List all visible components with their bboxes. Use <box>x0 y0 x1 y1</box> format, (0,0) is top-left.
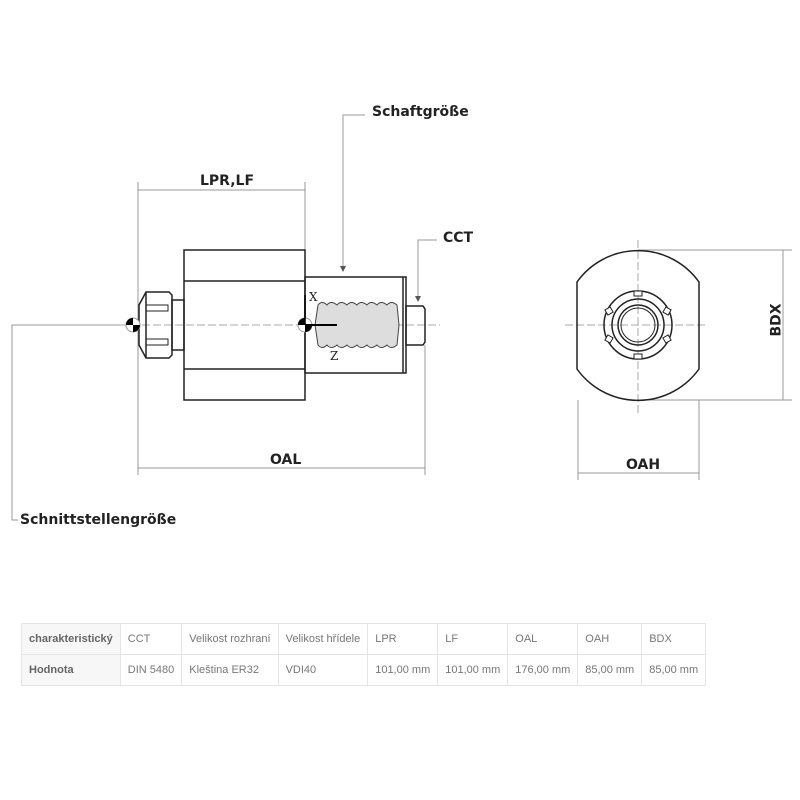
table-cell: VDI40 <box>277 654 369 686</box>
table-cell: LPR <box>367 623 439 655</box>
technical-drawing: X Z <box>11 114 792 521</box>
axis-x-label: X <box>309 290 318 304</box>
collet-nut <box>138 291 173 359</box>
interface-marker <box>125 317 141 333</box>
table-cell: 85,00 mm <box>577 654 643 686</box>
bdx-label: BDX <box>768 303 785 337</box>
table-row: Hodnota DIN 5480 Kleština ER32 VDI40 101… <box>21 654 707 686</box>
schnittstelle-label: Schnittstellengröße <box>20 512 177 528</box>
schaft-label: Schaftgröße <box>372 104 469 120</box>
origin-marker <box>297 295 337 333</box>
table-cell: Velikost hřídele <box>277 623 369 655</box>
oah-label: OAH <box>626 457 661 473</box>
table-cell: 101,00 mm <box>437 654 509 686</box>
table-header-row: charakteristický CCT Velikost rozhraní V… <box>21 623 707 655</box>
table-cell: CCT <box>119 623 183 655</box>
table-cell: BDX <box>641 623 707 655</box>
lpr-lf-label: LPR,LF <box>200 173 255 189</box>
table-cell: charakteristický <box>21 623 121 655</box>
cct-leader <box>417 239 437 300</box>
table-cell: Kleština ER32 <box>181 654 279 686</box>
pin <box>405 305 426 346</box>
table-cell: OAL <box>507 623 579 655</box>
table-cell: 176,00 mm <box>507 654 579 686</box>
cct-label: CCT <box>443 230 474 246</box>
table-cell: 101,00 mm <box>367 654 439 686</box>
oal-label: OAL <box>270 452 302 468</box>
axis-z-label: Z <box>330 349 338 363</box>
table-cell: Velikost rozhraní <box>181 623 279 655</box>
table-cell: LF <box>437 623 509 655</box>
table-cell: DIN 5480 <box>119 654 183 686</box>
table-cell: OAH <box>577 623 643 655</box>
table-cell: Hodnota <box>21 654 121 686</box>
schaft-leader <box>342 114 365 270</box>
table-cell: 85,00 mm <box>641 654 707 686</box>
schnitt-leader <box>11 324 128 521</box>
thread <box>314 302 400 348</box>
spec-table: charakteristický CCT Velikost rozhraní V… <box>21 623 707 686</box>
